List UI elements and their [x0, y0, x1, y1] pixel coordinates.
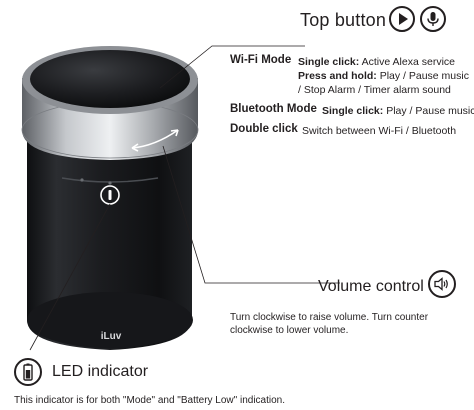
bluetooth-single-click-label: Single click:	[322, 105, 384, 117]
led-indicator-description: This indicator is for both "Mode" and "B…	[14, 395, 286, 406]
wifi-press-hold-text: Play / Pause music	[379, 70, 469, 82]
microphone-icon	[420, 6, 446, 32]
top-button-surface[interactable]	[22, 46, 198, 114]
leader-lines	[29, 45, 340, 351]
volume-description-line2: clockwise to lower volume.	[230, 325, 349, 336]
double-click-label: Double click	[230, 123, 298, 135]
wifi-mode-label: Wi-Fi Mode	[230, 54, 292, 66]
double-click-text: Switch between Wi-Fi / Bluetooth	[302, 125, 457, 137]
wifi-press-hold-label: Press and hold:	[298, 70, 377, 82]
speaker-icon	[428, 270, 456, 298]
brand-logo: iLuv	[100, 331, 122, 342]
wifi-single-click-label: Single click:	[298, 56, 360, 68]
volume-control-title: Volume control	[318, 278, 424, 295]
wifi-single-click: Single click: Active Alexa service	[298, 56, 455, 68]
led-strip	[61, 177, 159, 185]
speaker-body	[27, 127, 193, 350]
wifi-press-hold-text2: / Stop Alarm / Timer alarm sound	[298, 84, 451, 96]
volume-description-line1: Turn clockwise to raise volume. Turn cou…	[230, 312, 429, 323]
wifi-press-hold: Press and hold: Play / Pause music	[298, 70, 469, 82]
rotation-arrow	[131, 129, 179, 152]
led-indicator-title: LED indicator	[52, 363, 149, 380]
volume-description: Turn clockwise to raise volume. Turn cou…	[230, 311, 470, 337]
bluetooth-single-click-text: Play / Pause music	[386, 105, 474, 117]
led-highlight-bar	[108, 190, 112, 200]
battery-icon	[14, 358, 42, 386]
bluetooth-mode-label: Bluetooth Mode	[230, 103, 317, 115]
top-button-title: Top button	[300, 10, 387, 30]
play-icon	[389, 6, 415, 32]
wifi-single-click-text: Active Alexa service	[361, 56, 455, 68]
bluetooth-single-click: Single click: Play / Pause music	[322, 105, 474, 117]
